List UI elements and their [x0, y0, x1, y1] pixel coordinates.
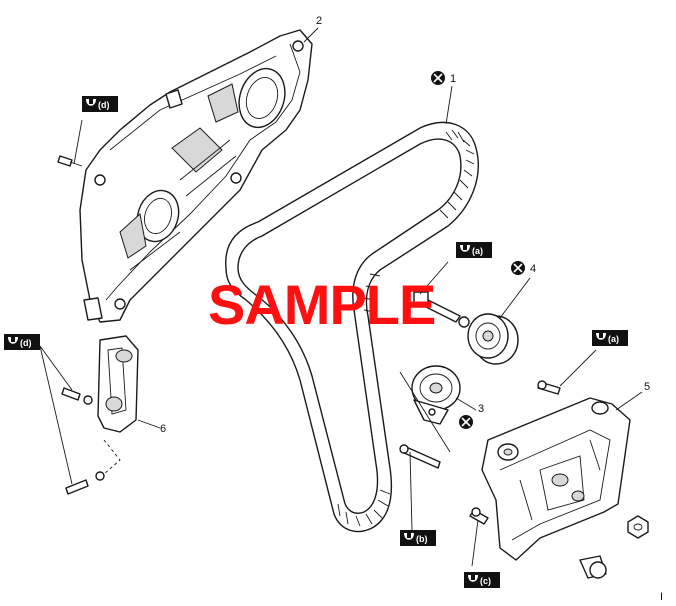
callout-label-3: 3: [478, 403, 484, 415]
torque-label-d-top: (d): [98, 100, 110, 110]
torque-wrench-icon: [404, 533, 414, 540]
guard-bolt-upper: [39, 345, 93, 405]
callout-2: 2: [303, 15, 322, 43]
callout-label-4: 4: [530, 263, 536, 275]
torque-badge-b: (b): [400, 530, 436, 546]
torque-wrench-icon: [468, 575, 478, 582]
bracket-bolt: [537, 349, 597, 395]
torque-label-a-idler: (a): [472, 246, 483, 256]
callout-5: 5: [615, 381, 650, 411]
torque-wrench-icon: [86, 99, 96, 106]
guard-bolt-lower: [39, 345, 121, 495]
callout-label-1: 1: [450, 73, 456, 85]
torque-label-a-bracket: (a): [608, 334, 619, 344]
torque-badge-d-top: (d): [82, 96, 118, 112]
torque-badge-a-idler: (a): [456, 242, 492, 258]
callout-4: 4: [499, 261, 536, 319]
callout-3: 3: [455, 397, 484, 429]
torque-label-d-left: (d): [20, 338, 32, 348]
callout-6: 6: [160, 423, 166, 435]
torque-wrench-icon: [596, 333, 606, 340]
callout-label-2: 2: [316, 15, 322, 27]
rubber-plug: [579, 555, 607, 579]
engine-mount-bracket: [481, 397, 631, 561]
torque-badge-c: (c): [464, 572, 500, 588]
timing-belt: [225, 121, 479, 533]
callout-label-6: 6: [160, 423, 166, 435]
tensioner-bolt: [399, 444, 441, 531]
corner-mark: I: [660, 591, 663, 603]
callout-1: 1: [431, 71, 456, 125]
torque-badge-d-left: (d): [4, 334, 40, 350]
torque-wrench-icon: [8, 337, 18, 344]
idler-bolt: [413, 261, 470, 328]
sample-watermark: SAMPLE: [208, 273, 435, 336]
mount-bolt: [469, 507, 489, 567]
torque-label-c: (c): [480, 576, 491, 586]
tensioner-pulley: [399, 365, 461, 453]
cover-bolt-upper: [57, 119, 83, 167]
torque-wrench-icon: [460, 245, 470, 252]
belt-guard-lower: [97, 335, 161, 433]
torque-badge-a-bracket: (a): [592, 330, 628, 346]
idler-pulley: [467, 313, 519, 365]
hex-nut: [627, 515, 649, 539]
torque-label-b: (b): [416, 534, 428, 544]
timing-cover-upper: [79, 29, 313, 323]
callout-label-5: 5: [644, 381, 650, 393]
